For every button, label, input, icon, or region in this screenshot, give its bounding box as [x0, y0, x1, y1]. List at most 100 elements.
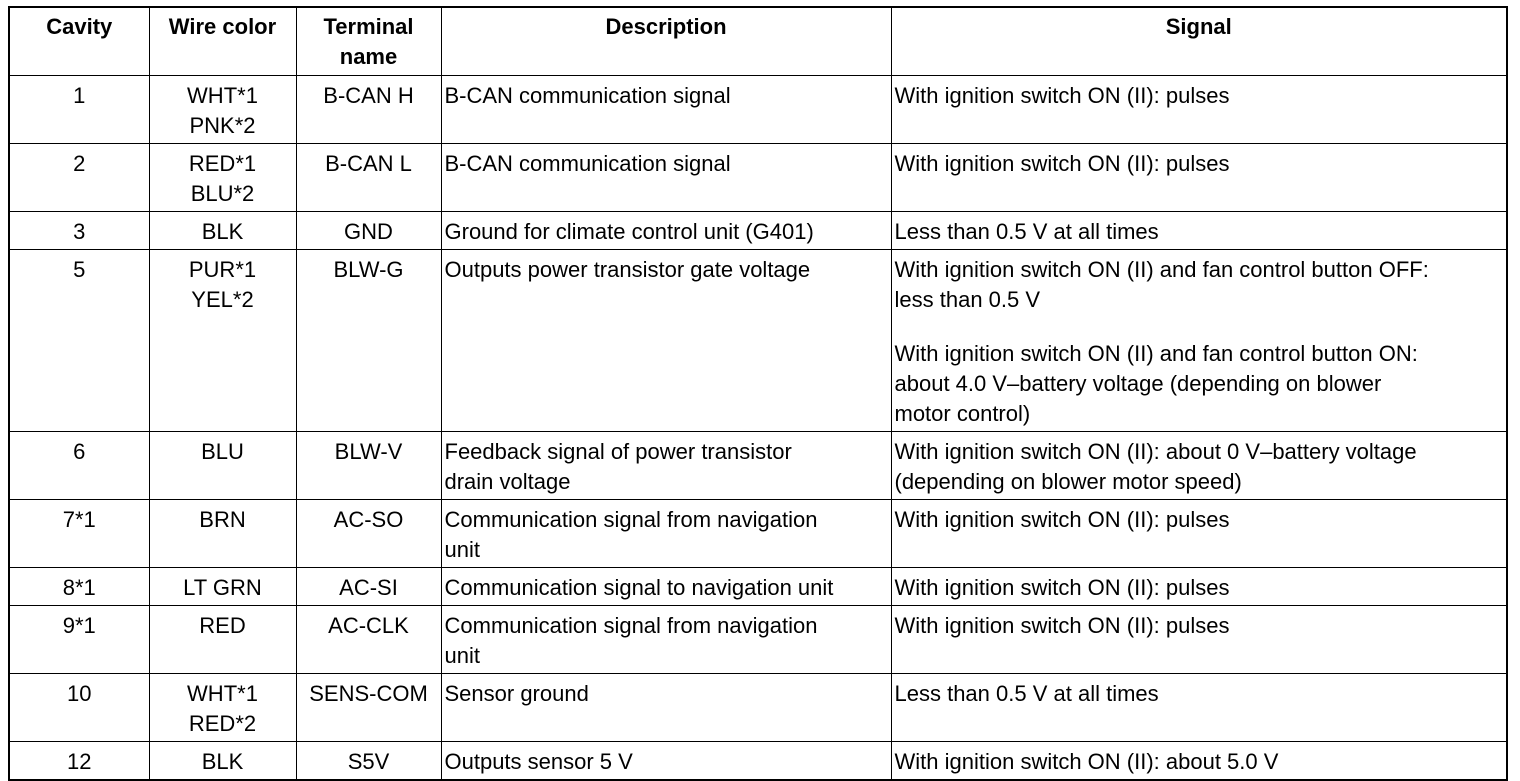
signal-paragraph: With ignition switch ON (II): pulses	[895, 573, 1504, 603]
terminal-name-cell: S5V	[295, 741, 442, 781]
wire-color-cell: BLK	[148, 211, 297, 250]
wire-color-line: BLK	[201, 219, 244, 244]
terminal-name-cell: AC-SI	[295, 567, 442, 606]
description-cell: Communication signal from navigation unit	[440, 605, 892, 674]
signal-line: With ignition switch ON (II): about 5.0 …	[894, 749, 1279, 774]
description-line: Ground for climate control unit (G401)	[444, 219, 814, 244]
signal-line: motor control)	[894, 401, 1031, 426]
signal-cell: With ignition switch ON (II) and fan con…	[890, 249, 1508, 432]
wire-color-cell: BLU	[148, 431, 297, 500]
wire-color-line: RED	[199, 613, 246, 638]
header-terminal-line: name	[339, 44, 398, 69]
signal-line: less than 0.5 V	[894, 287, 1041, 312]
header-signal: Signal	[890, 6, 1508, 76]
cavity-cell: 7*1	[8, 499, 150, 568]
signal-line: With ignition switch ON (II): pulses	[894, 575, 1230, 600]
cavity-cell: 1	[8, 75, 150, 144]
description-cell: Outputs power transistor gate voltage	[440, 249, 892, 432]
terminal-name-cell: B-CAN L	[295, 143, 442, 212]
signal-line: about 4.0 V–battery voltage (depending o…	[894, 371, 1382, 396]
signal-paragraph: Less than 0.5 V at all times	[895, 217, 1504, 247]
signal-paragraph: With ignition switch ON (II) and fan con…	[895, 255, 1504, 315]
cavity-cell: 9*1	[8, 605, 150, 674]
signal-cell: With ignition switch ON (II): pulses	[890, 499, 1508, 568]
signal-line: With ignition switch ON (II) and fan con…	[894, 341, 1418, 366]
signal-line: Less than 0.5 V at all times	[894, 681, 1159, 706]
signal-cell: With ignition switch ON (II): pulses	[890, 75, 1508, 144]
signal-line: With ignition switch ON (II): pulses	[894, 83, 1230, 108]
wire-color-line: RED*2	[188, 711, 257, 736]
wire-color-line: WHT*1	[187, 83, 258, 108]
connector-pinout-table: Cavity Wire color Terminal name Descript…	[8, 6, 1508, 781]
signal-line: Less than 0.5 V at all times	[894, 219, 1159, 244]
terminal-name-cell: B-CAN H	[295, 75, 442, 144]
wire-color-line: WHT*1	[187, 681, 258, 706]
description-cell: Communication signal to navigation unit	[440, 567, 892, 606]
description-cell: B-CAN communication signal	[440, 75, 892, 144]
header-cavity: Cavity	[8, 6, 150, 76]
header-description: Description	[440, 6, 892, 76]
signal-cell: With ignition switch ON (II): pulses	[890, 143, 1508, 212]
cavity-cell: 12	[8, 741, 150, 781]
description-line: Feedback signal of power transistor	[444, 439, 792, 464]
wire-color-cell: RED	[148, 605, 297, 674]
wire-color-line: PUR*1	[188, 257, 257, 282]
description-line: Sensor ground	[444, 681, 589, 706]
description-line: unit	[444, 643, 480, 668]
description-line: Outputs sensor 5 V	[444, 749, 633, 774]
terminal-name-cell: BLW-V	[295, 431, 442, 500]
cavity-cell: 10	[8, 673, 150, 742]
wire-color-line: BRN	[199, 507, 246, 532]
signal-cell: Less than 0.5 V at all times	[890, 211, 1508, 250]
signal-line: (depending on blower motor speed)	[894, 469, 1242, 494]
terminal-name-cell: AC-CLK	[295, 605, 442, 674]
signal-paragraph: With ignition switch ON (II) and fan con…	[895, 339, 1504, 429]
description-line: B-CAN communication signal	[444, 151, 731, 176]
wire-color-line: BLU	[201, 439, 244, 464]
wire-color-cell: BLK	[148, 741, 297, 781]
description-cell: Ground for climate control unit (G401)	[440, 211, 892, 250]
signal-paragraph: With ignition switch ON (II): pulses	[895, 81, 1504, 111]
signal-cell: With ignition switch ON (II): pulses	[890, 605, 1508, 674]
wire-color-line: LT GRN	[183, 575, 262, 600]
description-line: B-CAN communication signal	[444, 83, 731, 108]
description-cell: B-CAN communication signal	[440, 143, 892, 212]
signal-cell: With ignition switch ON (II): about 0 V–…	[890, 431, 1508, 500]
signal-line: With ignition switch ON (II): pulses	[894, 507, 1230, 532]
signal-paragraph: Less than 0.5 V at all times	[895, 679, 1504, 709]
cavity-cell: 6	[8, 431, 150, 500]
description-cell: Sensor ground	[440, 673, 892, 742]
terminal-name-cell: GND	[295, 211, 442, 250]
signal-paragraph: With ignition switch ON (II): pulses	[895, 149, 1504, 179]
table-header: Cavity Wire color Terminal name Descript…	[8, 6, 1508, 76]
signal-cell: Less than 0.5 V at all times	[890, 673, 1508, 742]
wire-color-line: BLU*2	[190, 181, 255, 206]
terminal-name-cell: SENS-COM	[295, 673, 442, 742]
signal-paragraph: With ignition switch ON (II): pulses	[895, 505, 1504, 535]
description-line: Communication signal from navigation	[444, 507, 818, 532]
header-terminal-name: Terminal name	[295, 6, 442, 76]
description-line: Communication signal to navigation unit	[444, 575, 834, 600]
signal-paragraph: With ignition switch ON (II): about 5.0 …	[895, 747, 1504, 777]
signal-line: With ignition switch ON (II): about 0 V–…	[894, 439, 1417, 464]
cavity-cell: 8*1	[8, 567, 150, 606]
wire-color-line: RED*1	[188, 151, 257, 176]
wire-color-line: BLK	[201, 749, 244, 774]
wire-color-cell: BRN	[148, 499, 297, 568]
description-line: Communication signal from navigation	[444, 613, 818, 638]
description-line: Outputs power transistor gate voltage	[444, 257, 811, 282]
